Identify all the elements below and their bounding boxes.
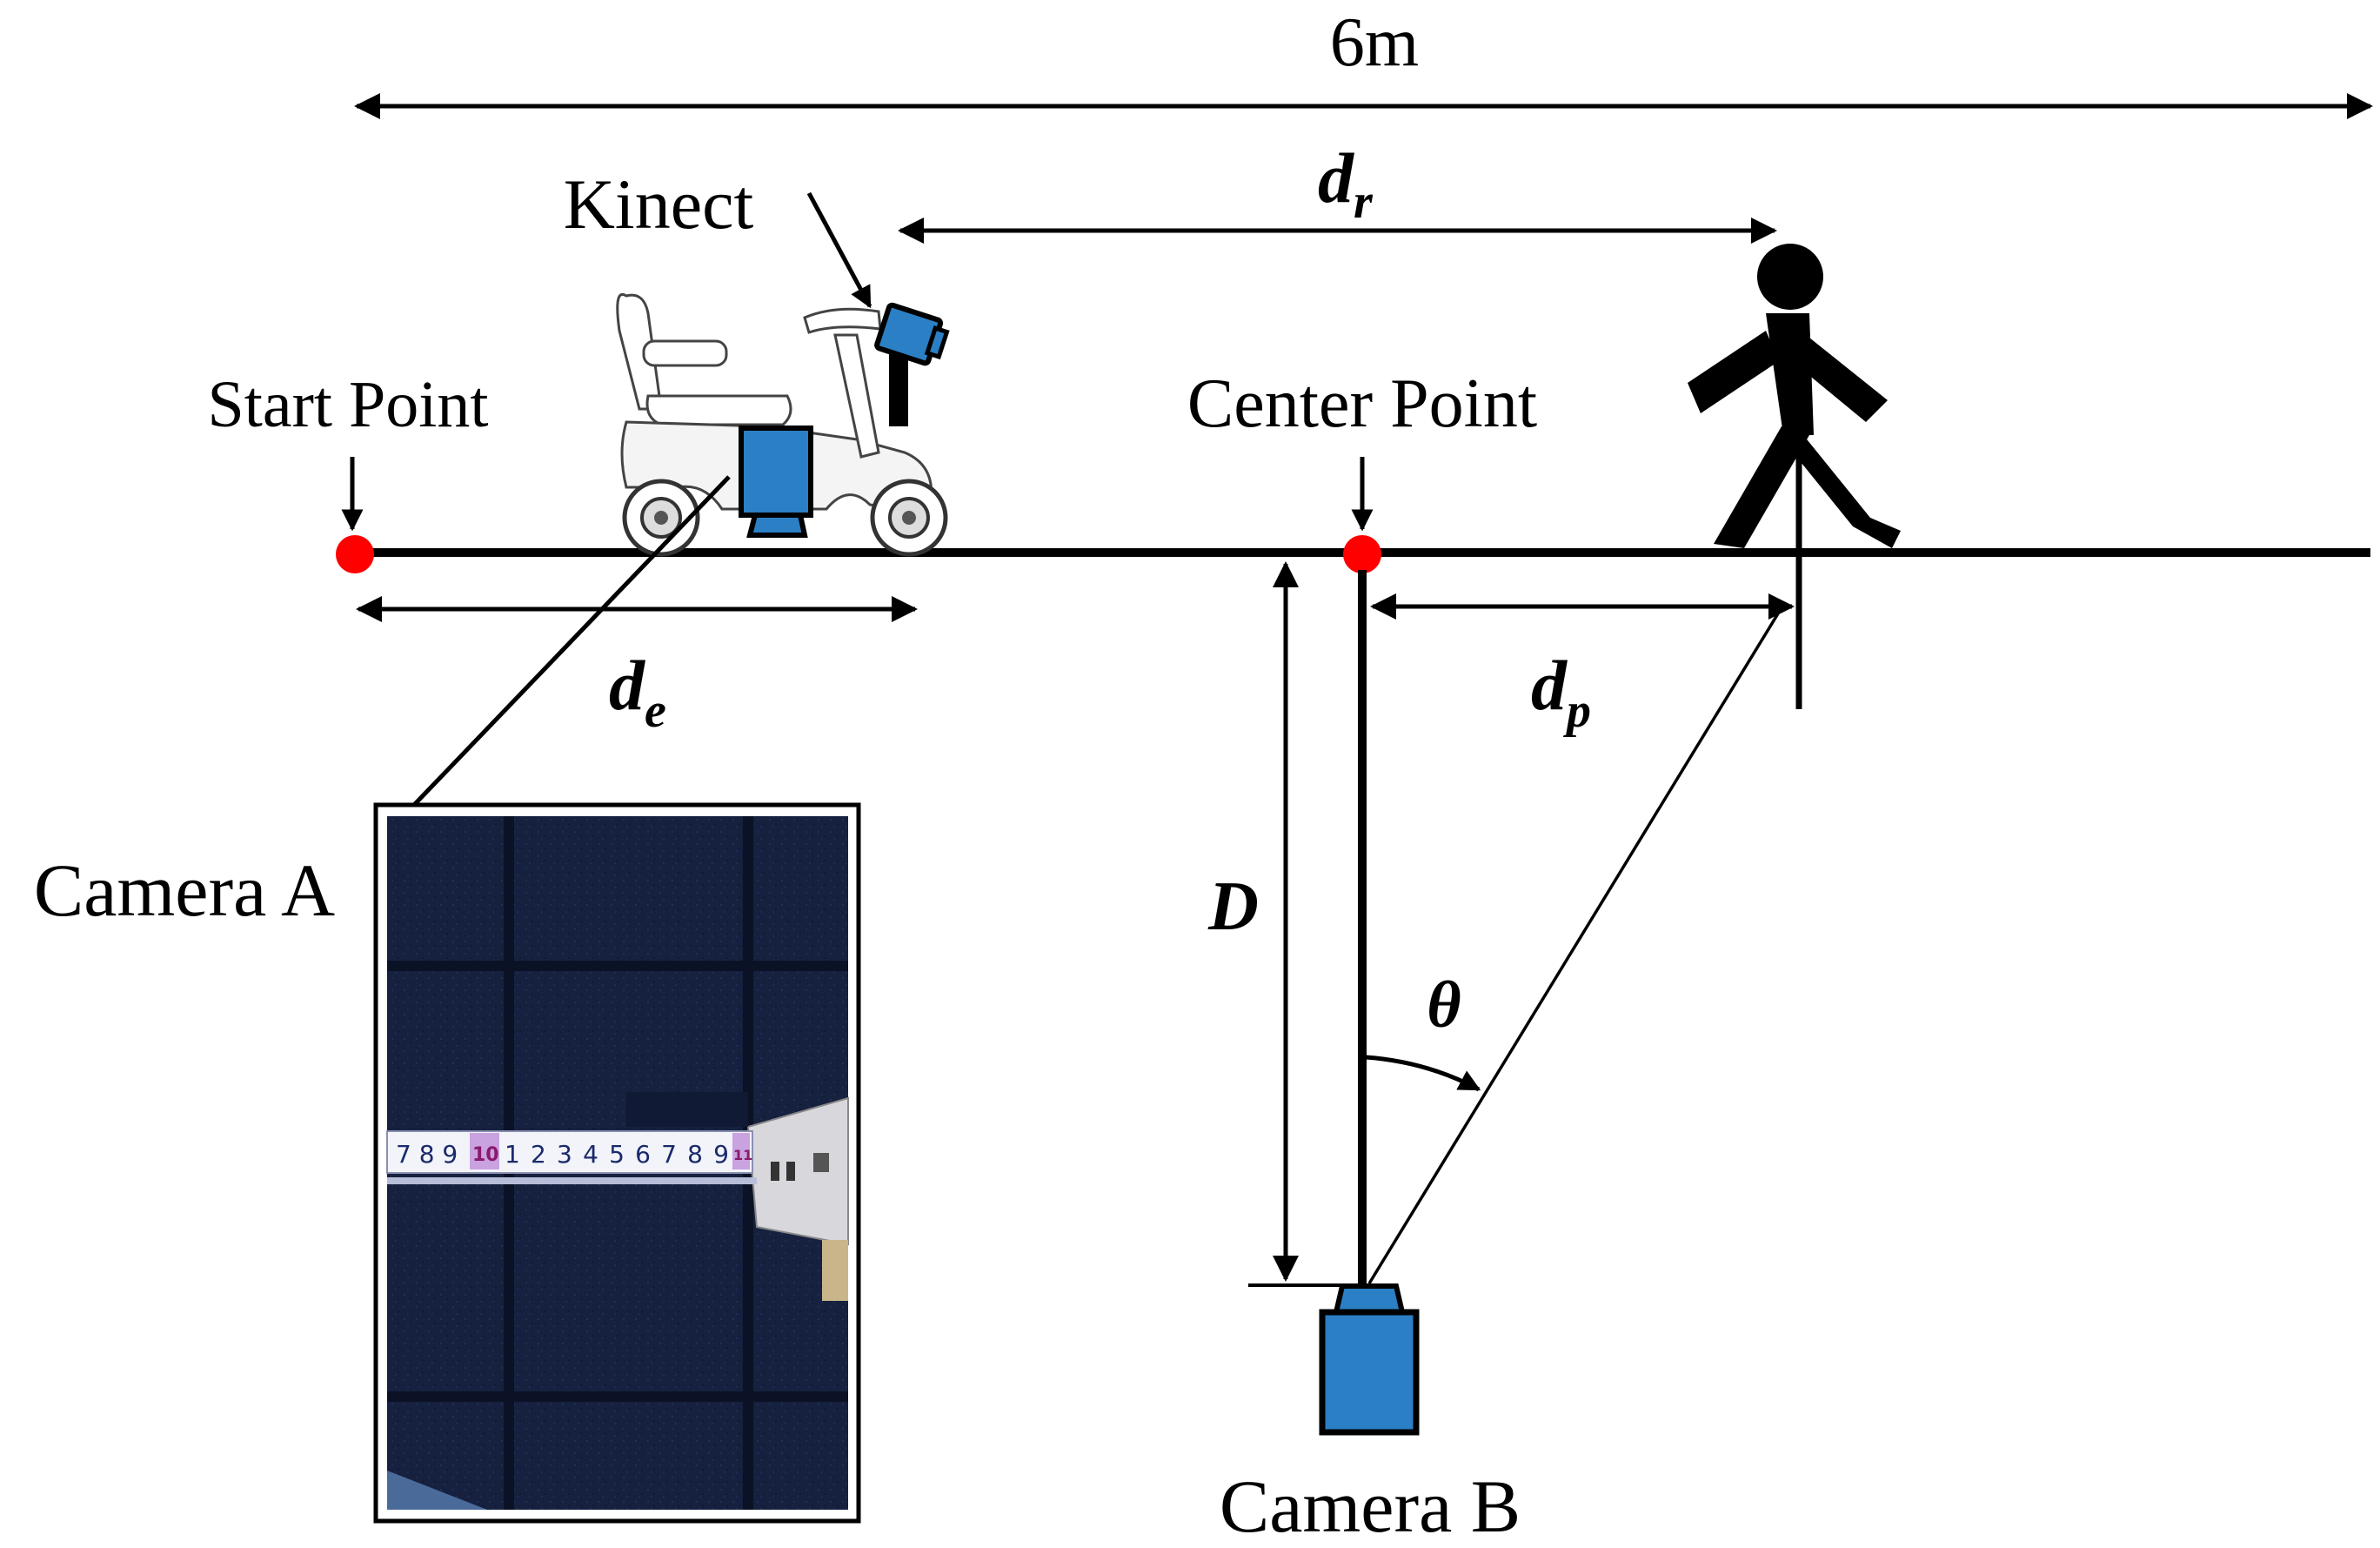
tape-mark-11-box [732,1133,750,1169]
person-torso [1766,313,1814,435]
d-p-label: dp [1531,646,1591,738]
center-point-label: Center Point [1187,365,1537,442]
tape-measure-strip [386,1130,753,1174]
start-point-label: Start Point [207,368,488,441]
d-p-dimension: dp [1370,593,1795,738]
d-r-label: dr [1318,138,1374,229]
tape-digits-left: 7 8 9 [396,1140,458,1169]
tape-mark-11: 11 [733,1147,752,1163]
person-arm-back [1688,331,1779,413]
scooter-rear-wheel [622,479,700,557]
total-distance-label: 6m [1330,4,1419,81]
scooter-tiller [833,333,880,459]
start-point-group: Start Point [207,368,489,573]
scooter-armrest [642,339,728,367]
camera-a-device [739,426,813,538]
camera-a-connector-line [412,475,731,807]
tape-measure-stand [822,1240,848,1301]
theta-arc [1365,1055,1481,1092]
total-distance-dimension: 6m [354,4,2373,119]
center-point-marker [1343,535,1381,573]
kinect-sensor [874,302,950,366]
theta-label: θ [1427,968,1461,1042]
D-dimension: D [1207,561,1362,1287]
D-label: D [1207,868,1259,945]
photo-glare [387,1471,487,1510]
camera-a-photo-inset: 7 8 9 10 1 2 3 4 5 6 7 8 9 11 [373,802,861,1524]
tape-housing-slot-1 [771,1162,779,1181]
scooter-handlebar [803,307,882,334]
kinect-pointer-arrow [806,191,872,309]
camera-b-sight-line [1367,601,1787,1284]
scooter-seat [645,394,792,426]
person-leg-back [1714,426,1809,548]
tape-measure-block [626,1092,748,1127]
start-point-marker [336,535,374,573]
d-r-dimension: dr [898,138,1777,244]
kinect-label: Kinect [564,164,754,244]
camera-b-device [1319,1283,1420,1436]
walking-person-figure [1688,244,1901,548]
camera-b-label: Camera B [1220,1464,1521,1548]
person-arm-front [1792,331,1888,422]
center-point-group: Center Point [1187,365,1537,573]
tape-housing-slot-3 [813,1153,829,1172]
kinect-mount-pole [889,339,908,426]
tape-housing-slot-2 [786,1162,795,1181]
tape-mark-10-box [470,1133,499,1169]
d-e-label: de [609,646,666,738]
person-leg-front [1779,426,1901,548]
d-e-dimension: de [356,596,918,738]
theta-angle: θ [1365,968,1481,1092]
tape-mark-10: 10 [472,1144,499,1166]
camera-a-label: Camera A [34,848,335,932]
tape-digits-right: 1 2 3 4 5 6 7 8 9 [505,1140,729,1169]
person-head [1757,244,1823,310]
scooter-front-wheel [870,479,948,557]
